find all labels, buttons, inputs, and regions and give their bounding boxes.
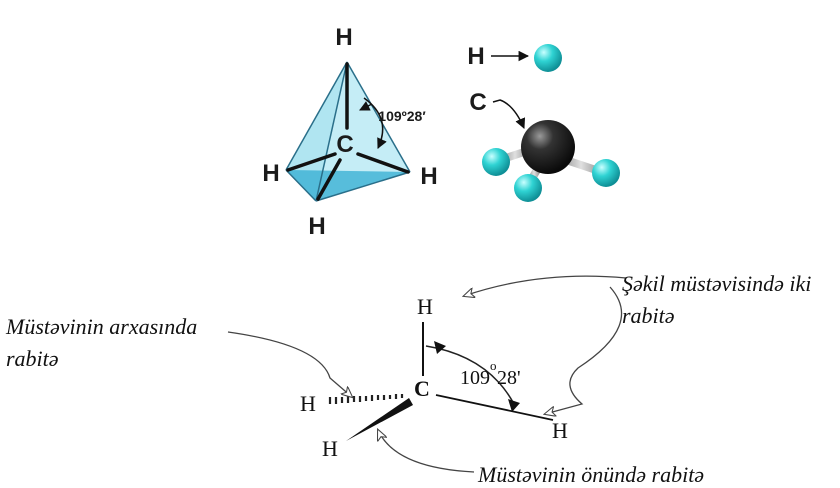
wedge-atom-top: H <box>417 294 433 319</box>
tetrahedron-atom-center: C <box>336 131 353 158</box>
arrow-front <box>378 430 475 473</box>
annotation-behind-line2: rabitə <box>6 346 59 371</box>
tetrahedron-model: H C H H H 109º28′ <box>262 24 437 240</box>
ball-stick-hydrogen-top <box>534 44 562 72</box>
arrow-plane-to-right <box>545 286 623 414</box>
annotation-behind-line1: Müstəvinin arxasında <box>5 314 197 339</box>
annotation-plane-line1: Şəkil müstəvisində iki <box>622 271 811 296</box>
tetrahedron-atom-right: H <box>420 163 437 190</box>
ball-stick-label-h: H <box>467 43 484 70</box>
arrow-plane-to-top <box>464 275 627 296</box>
ball-stick-hydrogen-bottom <box>514 174 542 202</box>
tetrahedron-angle-label: 109º28′ <box>378 108 426 124</box>
tetrahedron-bonds <box>286 62 410 201</box>
tetrahedron-atom-top: H <box>335 24 352 51</box>
annotation-front: Müstəvinin önündə rabitə <box>477 462 704 487</box>
ball-stick-label-c: C <box>469 89 486 116</box>
tetrahedron-atom-bottom: H <box>308 213 325 240</box>
bond-behind-dashed <box>328 394 404 404</box>
wedge-angle-minutes: 28' <box>497 367 521 389</box>
tetrahedron-face-bottom <box>286 170 410 201</box>
ball-stick-carbon <box>521 120 575 174</box>
ball-stick-hydrogen-left <box>482 148 510 176</box>
wedge-atom-right: H <box>552 418 568 443</box>
wedge-angle-value: 109 <box>460 367 490 389</box>
wedge-angle-degree: o <box>490 358 497 373</box>
annotation-plane-line2: rabitə <box>622 303 675 328</box>
bond-right <box>435 394 554 421</box>
ball-stick-model: H C <box>467 43 620 202</box>
wedge-dash-formula: H C H H H 109 o 28' Şəkil müstəvisində i… <box>5 271 811 487</box>
wedge-atom-center: C <box>414 376 430 401</box>
arrow-behind <box>227 331 352 397</box>
wedge-atom-bottom-left: H <box>322 436 338 461</box>
ball-stick-hydrogen-right <box>592 159 620 187</box>
wedge-atom-left: H <box>300 391 316 416</box>
bond-front-wedge <box>346 398 413 441</box>
tetrahedron-atom-left: H <box>262 160 279 187</box>
